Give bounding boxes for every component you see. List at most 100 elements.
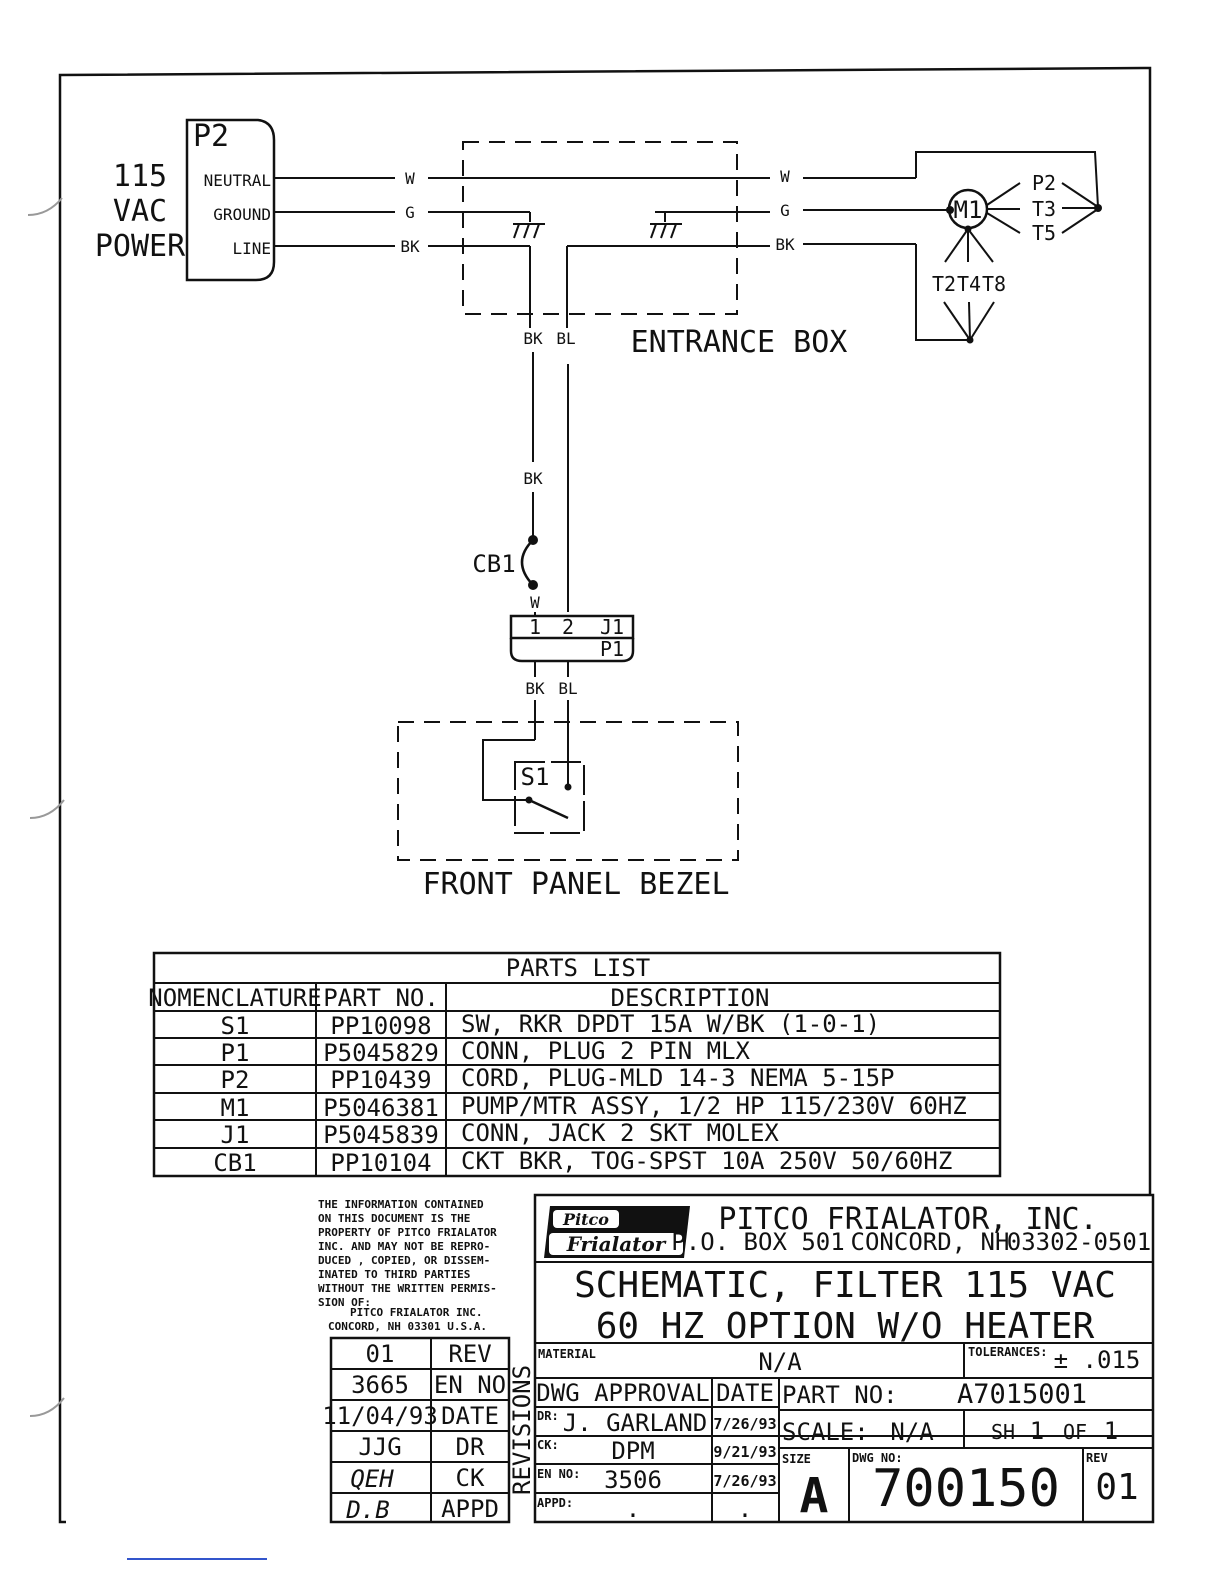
logo-text-frialator: Frialator <box>566 1232 667 1256</box>
switch-s1-outline <box>514 761 585 834</box>
table-row: J1 P5045839 CONN, JACK 2 SKT MOLEX <box>221 1119 780 1149</box>
parts-cell: PP10098 <box>330 1012 431 1040</box>
power-source: 115 VAC POWER P2 NEUTRAL GROUND LINE <box>95 118 276 282</box>
drawn-by-label: DR: <box>537 1409 559 1423</box>
svg-text:PROPERTY OF PITCO FRIALATOR: PROPERTY OF PITCO FRIALATOR <box>318 1226 497 1239</box>
breaker-cb1-label: CB1 <box>472 550 515 578</box>
power-label-power: POWER <box>95 229 186 264</box>
en-no-value: 3506 <box>604 1466 662 1494</box>
wire-label-w-in: W <box>405 169 415 188</box>
revision-label: CK <box>456 1464 485 1492</box>
parts-cell: P1 <box>221 1039 250 1067</box>
wire-label-w-cb1: W <box>530 593 540 612</box>
connector-j1-p1: 1 2 J1 P1 BK BL <box>509 614 635 698</box>
checked-date: 9/21/93 <box>713 1443 776 1461</box>
motor-wires: W G BK <box>775 151 1099 341</box>
plug-p2-label: P2 <box>193 119 229 154</box>
parts-cell: P5046381 <box>323 1094 439 1122</box>
parts-cell: CORD, PLUG-MLD 14-3 NEMA 5-15P <box>461 1064 894 1092</box>
revision-signature: D.B <box>345 1496 389 1524</box>
revision-label: REV <box>448 1340 491 1368</box>
scan-artifact-line <box>127 1558 267 1560</box>
size-label: SIZE <box>782 1452 811 1466</box>
table-row: P1 P5045829 CONN, PLUG 2 PIN MLX <box>221 1037 751 1067</box>
logo-text-pitco: Pitco <box>562 1210 609 1229</box>
motor-lead-t4-label: T4 <box>957 272 981 296</box>
connector-j1 <box>509 614 635 640</box>
parts-cell: CB1 <box>213 1149 256 1177</box>
motor-m1: M1 P2 T3 T5 T2 T4 T8 <box>932 171 1102 344</box>
drawn-date: 7/26/93 <box>713 1415 776 1433</box>
approved-by-value: . <box>626 1495 640 1523</box>
en-no-label: EN NO: <box>537 1467 580 1481</box>
rev-value: 01 <box>1095 1467 1138 1508</box>
connector-p1 <box>509 638 635 663</box>
motor-lead-t3-label: T3 <box>1032 197 1056 221</box>
svg-text:DUCED , COPIED, OR DISSEM-: DUCED , COPIED, OR DISSEM- <box>318 1254 490 1267</box>
title-block: Pitco Frialator PITCO FRIALATOR, INC. P.… <box>533 1193 1155 1524</box>
punch-hole-mark <box>29 1397 65 1417</box>
wire-label-bl-box: BL <box>556 329 575 348</box>
power-label-115: 115 <box>113 159 167 194</box>
revision-value: 11/04/93 <box>322 1402 438 1430</box>
sheet-total: 1 <box>1104 1417 1118 1445</box>
revisions-block: 01 REV 3665 EN NO 11/04/93 DATE JJG DR Q… <box>322 1336 536 1524</box>
table-row: M1 P5046381 PUMP/MTR ASSY, 1/2 HP 115/23… <box>221 1092 967 1122</box>
wire-label-w-out: W <box>780 167 790 186</box>
company-address: P.O. BOX 501 <box>671 1228 844 1256</box>
approval-date-label: DATE <box>716 1379 774 1407</box>
sheet-number: 1 <box>1030 1417 1044 1445</box>
parts-header-description: DESCRIPTION <box>611 984 770 1012</box>
connector-j1-label: J1 <box>600 615 624 639</box>
parts-cell: PUMP/MTR ASSY, 1/2 HP 115/230V 60HZ <box>461 1092 967 1120</box>
parts-cell: CKT BKR, TOG-SPST 10A 250V 50/60HZ <box>461 1147 952 1175</box>
revision-value: 01 <box>366 1340 395 1368</box>
company-city: CONCORD, NH <box>851 1228 1010 1256</box>
revision-label: APPD <box>441 1495 499 1523</box>
revisions-side-label: REVISIONS <box>508 1365 536 1495</box>
size-value: A <box>800 1468 829 1524</box>
pitco-frialator-logo: Pitco Frialator <box>544 1206 690 1258</box>
svg-text:PITCO FRIALATOR INC.: PITCO FRIALATOR INC. <box>350 1306 482 1319</box>
ground-symbol-right <box>650 211 770 239</box>
drawing-title-line-1: SCHEMATIC, FILTER 115 VAC <box>574 1265 1116 1306</box>
dwg-no-label: DWG NO: <box>852 1451 903 1465</box>
punch-hole-mark <box>27 197 63 216</box>
revision-value: 3665 <box>351 1371 409 1399</box>
dwg-approval-label: DWG APPROVAL <box>536 1379 709 1407</box>
motor-lead-t2-label: T2 <box>932 272 956 296</box>
input-wires: W G BK <box>274 169 770 328</box>
sheet-of-label: OF <box>1063 1420 1087 1444</box>
revision-label: EN NO <box>434 1371 506 1399</box>
approved-date: . <box>738 1495 752 1523</box>
plug-p2-body <box>185 118 276 282</box>
svg-text:THE INFORMATION CONTAINED: THE INFORMATION CONTAINED <box>318 1198 484 1211</box>
wire-label-bk-out: BK <box>775 235 795 254</box>
parts-cell: P5045829 <box>323 1039 439 1067</box>
table-row: S1 PP10098 SW, RKR DPDT 15A W/BK (1-0-1) <box>221 1010 880 1040</box>
breaker-circuit: BK CB1 W <box>472 352 569 616</box>
motor-lead-t5-label: T5 <box>1032 221 1056 245</box>
punch-hole-mark <box>29 799 65 819</box>
material-label: MATERIAL <box>538 1347 596 1361</box>
connector-pin-2-label: 2 <box>562 615 574 639</box>
revision-signature: QEH <box>350 1465 394 1493</box>
company-name: PITCO FRIALATOR, INC. <box>718 1202 1097 1237</box>
wire-label-g-out: G <box>780 201 790 220</box>
table-row: CB1 PP10104 CKT BKR, TOG-SPST 10A 250V 5… <box>213 1147 952 1177</box>
entrance-box-outline <box>462 141 738 315</box>
checked-by-value: DPM <box>611 1437 654 1465</box>
parts-cell: P2 <box>221 1066 250 1094</box>
parts-cell: SW, RKR DPDT 15A W/BK (1-0-1) <box>461 1010 880 1038</box>
parts-cell: M1 <box>221 1094 250 1122</box>
motor-lead-p2-label: P2 <box>1032 171 1056 195</box>
svg-text:SION OF:: SION OF: <box>318 1296 371 1309</box>
parts-cell: CONN, JACK 2 SKT MOLEX <box>461 1119 779 1147</box>
part-no-label: PART NO: <box>782 1381 898 1409</box>
checked-by-label: CK: <box>537 1438 559 1452</box>
rev-label: REV <box>1086 1451 1108 1465</box>
dwg-no-value: 700150 <box>872 1459 1060 1519</box>
tolerances-label: TOLERANCES: <box>968 1345 1047 1359</box>
parts-list-table: PARTS LIST NOMENCLATURE PART NO. DESCRIP… <box>148 951 1002 1178</box>
revision-label: DATE <box>441 1402 499 1430</box>
